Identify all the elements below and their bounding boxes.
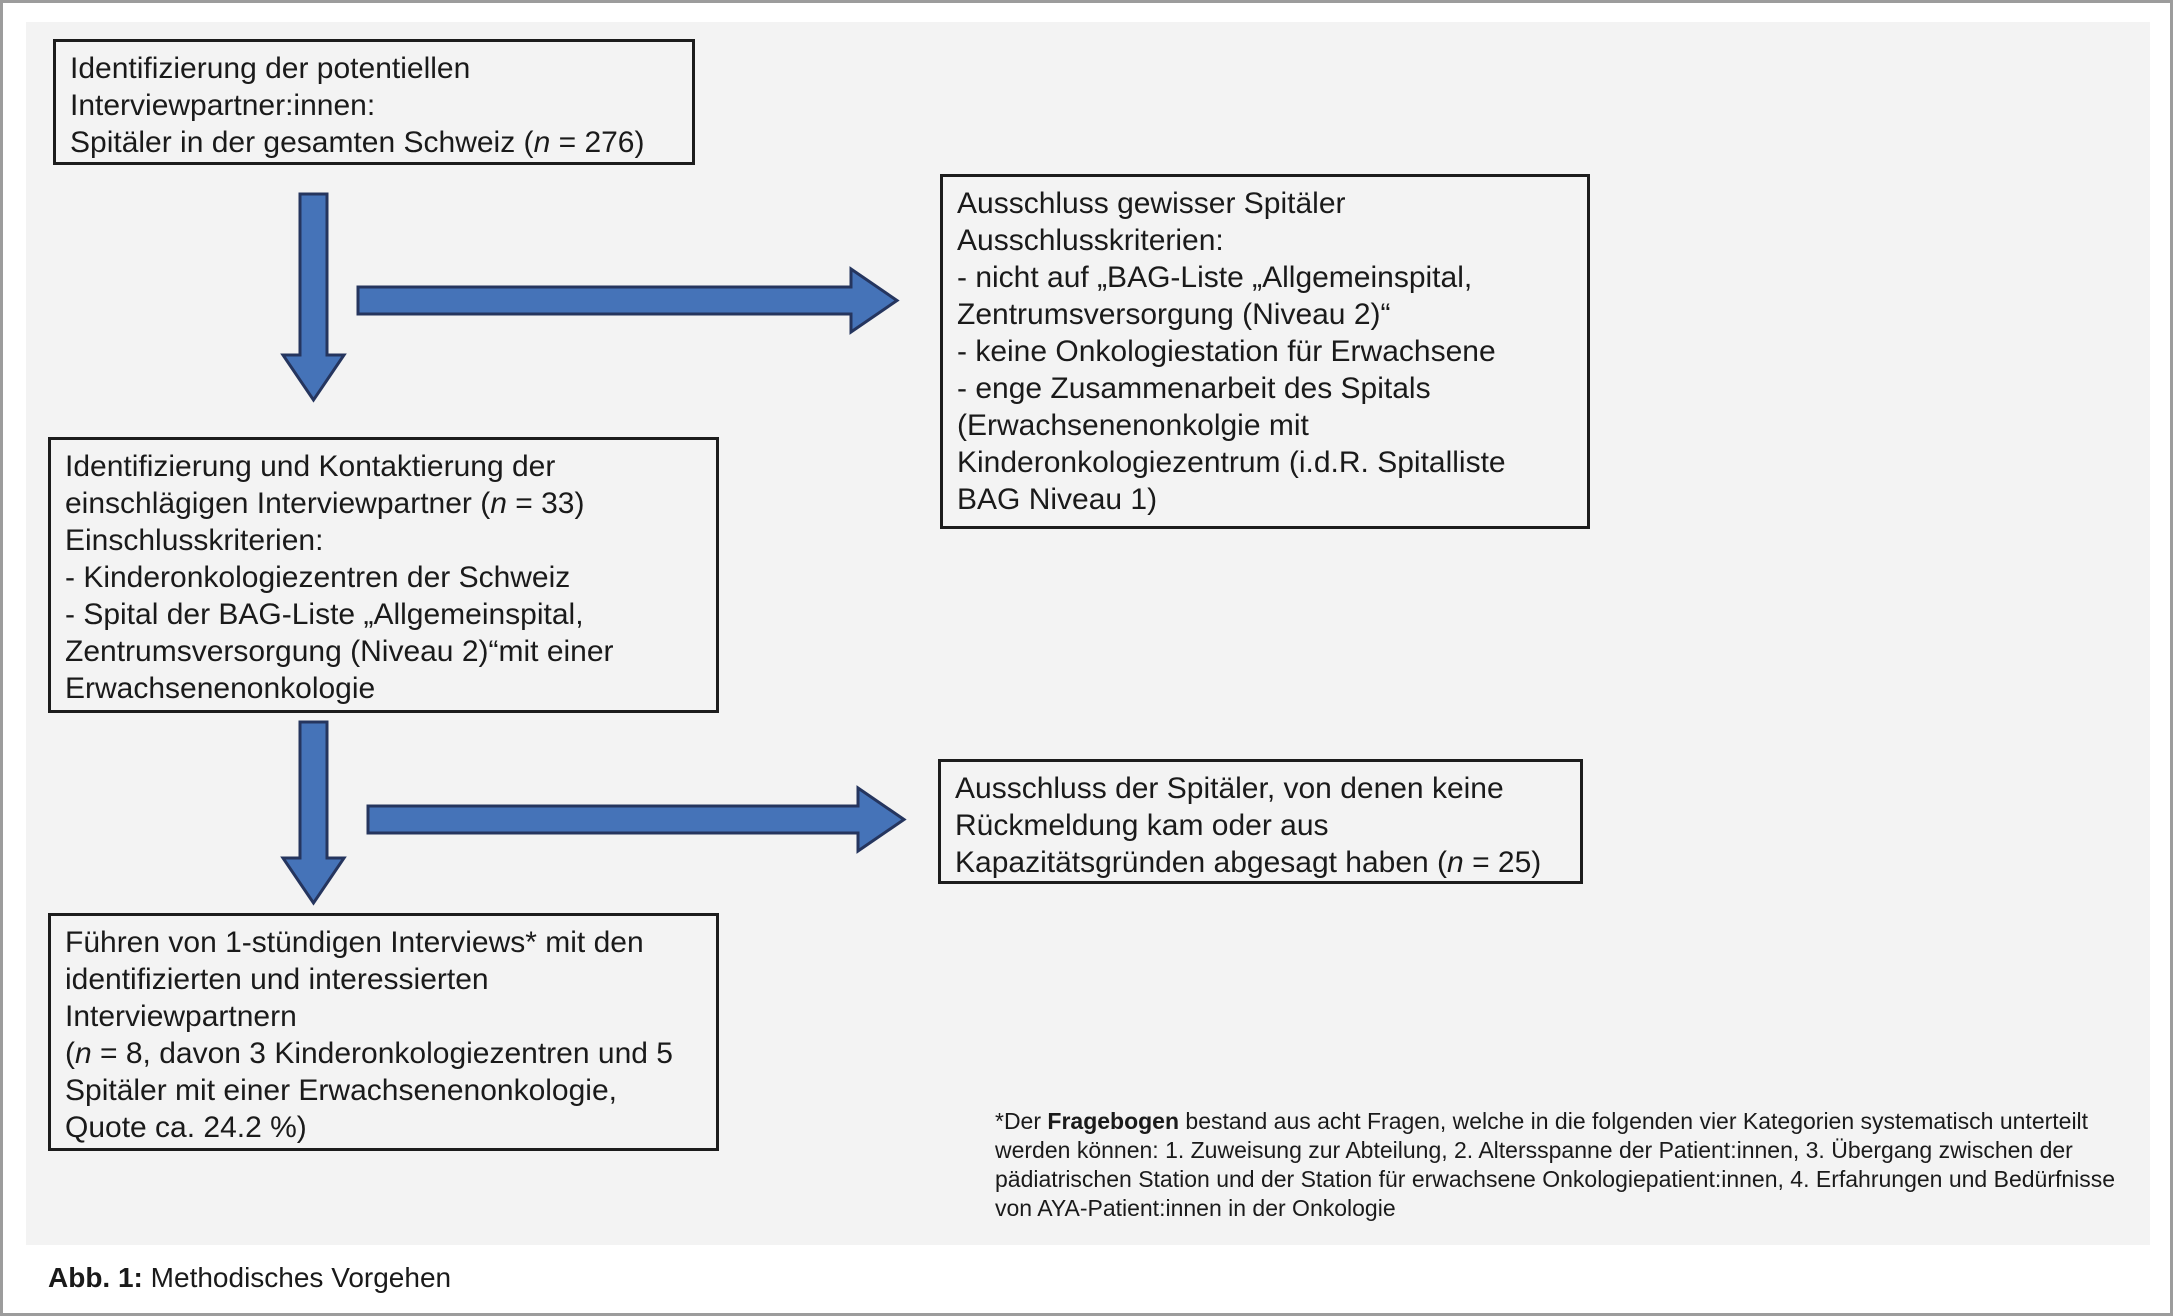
- text-line: - keine Onkologiestation für Erwachsene: [957, 335, 1496, 368]
- text-line: einschlägigen Interviewpartner (n = 33): [65, 487, 585, 520]
- text-line: Interviewpartnern: [65, 1000, 297, 1033]
- text-line: Rückmeldung kam oder aus: [955, 809, 1329, 842]
- text-line: Spitäler mit einer Erwachsenenonkologie,: [65, 1074, 617, 1107]
- text-line: identifizierten und interessierten: [65, 963, 489, 996]
- text-line: - nicht auf „BAG-Liste „Allgemeinspital,: [957, 261, 1473, 294]
- text-line: Führen von 1-stündigen Interviews* mit d…: [65, 926, 644, 959]
- box-interviews: Führen von 1-stündigen Interviews* mit d…: [48, 913, 719, 1151]
- text-line: von AYA-Patient:innen in der Onkologie: [995, 1195, 1396, 1221]
- text-line: BAG Niveau 1): [957, 483, 1158, 516]
- text-line: Kinderonkologiezentrum (i.d.R. Spitallis…: [957, 446, 1506, 479]
- text-line: Ausschluss gewisser Spitäler: [957, 187, 1346, 220]
- box-contact: Identifizierung und Kontaktierung der ein…: [48, 437, 719, 713]
- arrow-down-2-icon: [280, 720, 347, 906]
- text-line: - enge Zusammenarbeit des Spitals: [957, 372, 1431, 405]
- arrow-down-1-icon: [280, 192, 347, 403]
- text-line: pädiatrischen Station und der Station fü…: [995, 1166, 2116, 1192]
- text-line: Identifizierung und Kontaktierung der: [65, 450, 556, 483]
- text-line: (Erwachsenenonkolgie mit: [957, 409, 1309, 442]
- text-line: Spitäler in der gesamten Schweiz (n = 27…: [70, 126, 645, 159]
- text-line: Identifizierung der potentiellen: [70, 52, 471, 85]
- text-line: - Spital der BAG-Liste „Allgemeinspital,: [65, 598, 584, 631]
- arrow-right-1-icon: [356, 266, 900, 335]
- text-line: *Der Fragebogen bestand aus acht Fragen,…: [995, 1108, 2089, 1134]
- text-line: Ausschluss der Spitäler, von denen keine: [955, 772, 1504, 805]
- box-exclusion-no-response: Ausschluss der Spitäler, von denen keine…: [938, 759, 1583, 884]
- text-line: Kapazitätsgründen abgesagt haben (n = 25…: [955, 846, 1542, 879]
- text-line: werden können: 1. Zuweisung zur Abteilun…: [995, 1137, 2073, 1163]
- text-line: Erwachsenenonkologie: [65, 672, 376, 705]
- text-line: Quote ca. 24.2 %): [65, 1111, 307, 1144]
- text-line: Zentrumsversorgung (Niveau 2)“: [957, 298, 1391, 331]
- text-line: Interviewpartner:innen:: [70, 89, 376, 122]
- arrow-right-2-icon: [366, 785, 907, 854]
- flow-arrows: [280, 192, 907, 906]
- figure-caption: Abb. 1: Methodisches Vorgehen: [48, 1261, 451, 1295]
- text-line: Zentrumsversorgung (Niveau 2)“mit einer: [65, 635, 614, 668]
- text-line: - Kinderonkologiezentren der Schweiz: [65, 561, 571, 594]
- text-line: (n = 8, davon 3 Kinderonkologiezentren u…: [65, 1037, 673, 1070]
- text-line: Ausschlusskriterien:: [957, 224, 1224, 257]
- text-line: Einschlusskriterien:: [65, 524, 324, 557]
- text-line: Abb. 1: Methodisches Vorgehen: [48, 1262, 452, 1293]
- footnote: *Der Fragebogen bestand aus acht Fragen,…: [995, 1107, 2115, 1223]
